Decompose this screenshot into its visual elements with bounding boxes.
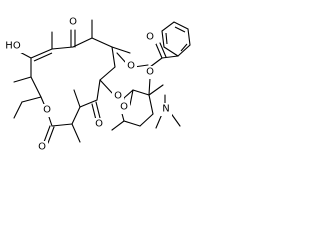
benzoyl-carbonyl-oxygen-label: O [146, 32, 154, 43]
amine-nitrogen-label: N [162, 104, 169, 115]
hydroxyl-label: HO [5, 41, 21, 52]
chemical-structure-diagram: O HO O O O O O O O O N [2, 16, 191, 154]
macrolactone-ring [30, 37, 116, 127]
ester-oxygen-label: O [146, 67, 154, 78]
glycosidic-oxygen-label: O [114, 91, 122, 102]
sugar-ring [111, 84, 181, 131]
sugar-ring-oxygen-label: O [120, 102, 128, 113]
ring-oxygen-label: O [43, 105, 51, 116]
ring-substituents [13, 19, 149, 144]
methoxy-oxygen-label: O [127, 61, 135, 72]
atom-labels: O HO O O O O O O O O N [2, 16, 172, 154]
benzoyl-ester [148, 21, 191, 96]
ketone-oxygen-label: O [69, 17, 77, 28]
ketone-oxygen-2-label: O [95, 119, 103, 130]
lactone-carbonyl-oxygen-label: O [38, 142, 46, 153]
